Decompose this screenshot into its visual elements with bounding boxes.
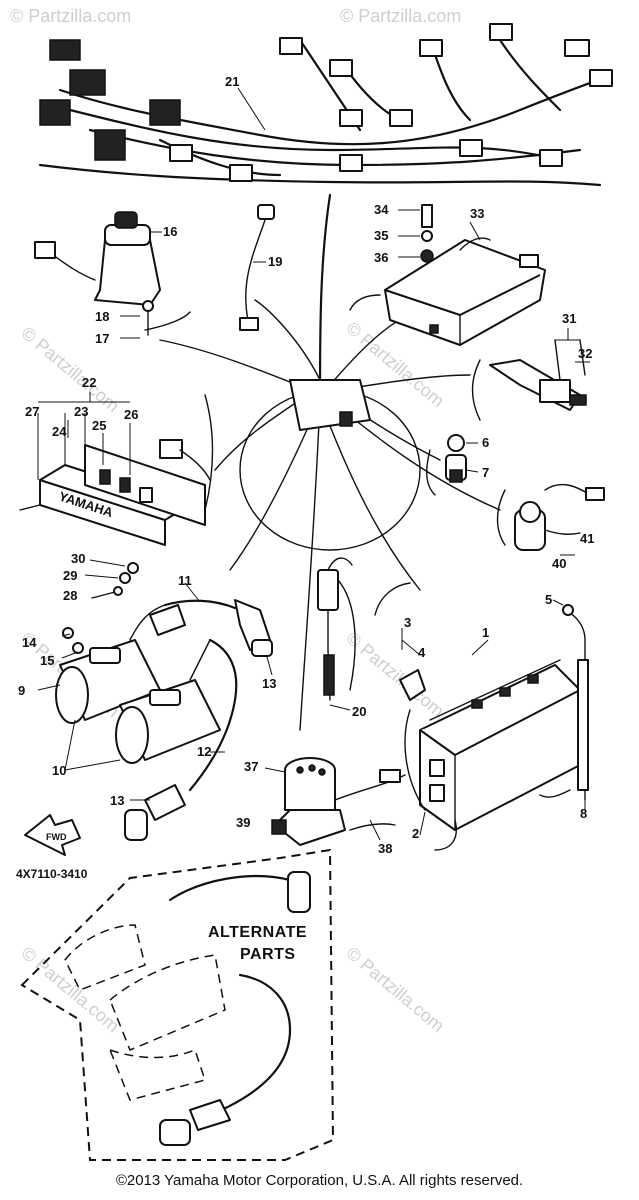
callout-32: 32	[578, 346, 592, 361]
callout-20: 20	[352, 704, 366, 719]
fwd-label: FWD	[46, 832, 67, 842]
callout-16: 16	[163, 224, 177, 239]
part-31-fuse-holder	[471, 328, 590, 421]
callout-41: 41	[580, 531, 594, 546]
alternate-parts-label-line2: PARTS	[240, 946, 296, 963]
callout-9: 9	[18, 683, 25, 698]
callout-14: 14	[22, 635, 37, 650]
callout-30: 30	[71, 551, 85, 566]
callout-13: 13	[262, 676, 276, 691]
part-19-sensor	[239, 204, 275, 331]
watermark: © Partzilla.com	[340, 6, 461, 26]
callout-19: 19	[268, 254, 282, 269]
part-1-battery	[374, 582, 589, 851]
callout-labels: 1 2 3 4 5 6 7 8 9 10 11 12 13 13 14 15 1…	[18, 74, 594, 856]
callout-27: 27	[25, 404, 39, 419]
callout-38: 38	[378, 841, 392, 856]
callout-3: 3	[404, 615, 411, 630]
watermark: © Partzilla.com	[342, 943, 448, 1036]
callout-18: 18	[95, 309, 109, 324]
callout-6: 6	[482, 435, 489, 450]
watermark: © Partzilla.com	[17, 943, 123, 1036]
diagram-code: 4X7110-3410	[16, 867, 88, 881]
part-7-switch	[426, 434, 479, 496]
part-20-switch	[317, 557, 356, 711]
callout-25: 25	[92, 418, 106, 433]
callout-4: 4	[418, 645, 426, 660]
part-37-flasher	[264, 757, 406, 846]
callout-2: 2	[412, 826, 419, 841]
callout-11: 11	[178, 573, 192, 588]
callout-37: 37	[244, 759, 258, 774]
callout-13: 13	[110, 793, 124, 808]
callout-15: 15	[40, 653, 54, 668]
callout-36: 36	[374, 250, 388, 265]
callout-26: 26	[124, 407, 138, 422]
callout-17: 17	[95, 331, 109, 346]
alternate-parts-group	[20, 848, 335, 1161]
callout-24: 24	[52, 424, 67, 439]
fwd-arrow-icon: FWD	[24, 814, 81, 856]
callout-39: 39	[236, 815, 250, 830]
callout-21: 21	[225, 74, 239, 89]
part-33-regulator	[349, 204, 546, 346]
callout-8: 8	[580, 806, 587, 821]
callout-22: 22	[82, 375, 96, 390]
part-10-ignition-coils	[37, 604, 221, 771]
callout-35: 35	[374, 228, 388, 243]
callout-31: 31	[562, 311, 576, 326]
copyright-notice: ©2013 Yamaha Motor Corporation, U.S.A. A…	[115, 1172, 524, 1189]
callout-28: 28	[63, 588, 77, 603]
callout-40: 40	[552, 556, 566, 571]
watermark: © Partzilla.com	[10, 6, 131, 26]
alternate-parts-label-line1: ALTERNATE	[208, 924, 307, 941]
watermarks: © Partzilla.com © Partzilla.com © Partzi…	[10, 6, 461, 1036]
wire-harness	[38, 23, 613, 187]
part-40-horn	[496, 483, 605, 556]
part-16-switch	[34, 211, 191, 339]
callout-7: 7	[482, 465, 489, 480]
callout-12: 12	[197, 744, 211, 759]
callout-10: 10	[52, 763, 66, 778]
branch-wires	[159, 193, 501, 731]
callout-29: 29	[63, 568, 77, 583]
part-22-tail-light: YAMAHA	[19, 392, 214, 546]
callout-33: 33	[470, 206, 484, 221]
part-28-screws	[84, 559, 139, 599]
callout-23: 23	[74, 404, 88, 419]
callout-5: 5	[545, 592, 552, 607]
callout-1: 1	[482, 625, 489, 640]
callout-34: 34	[374, 202, 389, 217]
part-12-spark-leads	[124, 582, 273, 841]
